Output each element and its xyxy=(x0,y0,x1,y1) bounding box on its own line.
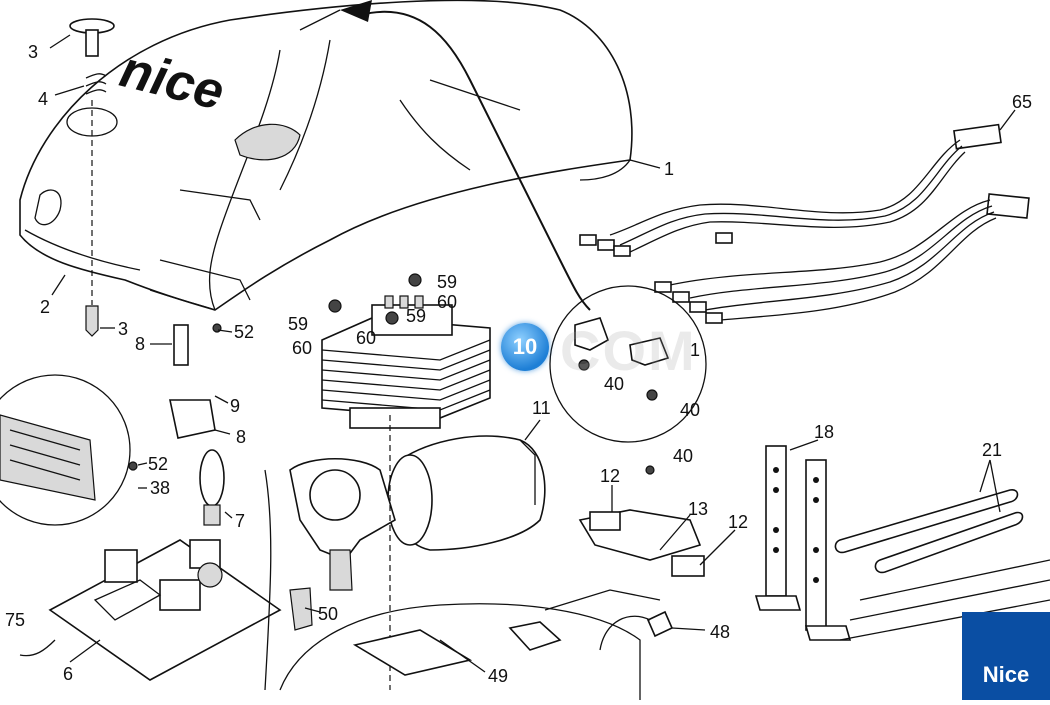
callout-65: 65 xyxy=(1012,92,1032,112)
callout-8-bottom: 8 xyxy=(236,427,246,447)
callout-49: 49 xyxy=(488,666,508,686)
callout-8-top: 8 xyxy=(135,334,145,354)
callout-11: 11 xyxy=(532,398,551,418)
watermark: COM xyxy=(560,319,697,382)
wire-harness xyxy=(579,123,1030,324)
callout-40-c: 40 xyxy=(673,446,693,466)
callout-1-detail: 1 xyxy=(690,340,700,360)
lamp-and-terminal xyxy=(128,323,225,526)
brand-badge: Nice xyxy=(962,612,1050,700)
callout-52-bottom: 52 xyxy=(148,454,168,474)
gear-motor xyxy=(289,415,546,690)
transformer xyxy=(321,273,491,429)
callout-18: 18 xyxy=(814,422,834,442)
callout-9: 9 xyxy=(230,396,240,416)
callout-48: 48 xyxy=(710,622,730,642)
detail-circle-left xyxy=(0,374,131,526)
callout-21: 21 xyxy=(982,440,1002,460)
callout-labels: 1 2 3 4 3 8 52 9 8 52 38 7 6 75 50 49 59… xyxy=(5,42,1032,686)
limit-switch-bracket xyxy=(508,465,705,651)
motor-cover: nice xyxy=(19,0,633,311)
callout-3-top: 3 xyxy=(28,42,38,62)
callout-60-c: 60 xyxy=(356,328,376,348)
callout-59-c: 59 xyxy=(406,306,426,326)
mounting-brackets xyxy=(754,445,852,641)
control-board xyxy=(19,469,282,691)
callout-50: 50 xyxy=(318,604,338,624)
screw-3-top xyxy=(69,18,115,337)
callout-52-top: 52 xyxy=(234,322,254,342)
detail-circle-right xyxy=(549,285,707,443)
brand-badge-text: Nice xyxy=(982,662,1030,687)
callout-lines xyxy=(49,34,1016,673)
rails xyxy=(834,489,1050,641)
callout-12-left: 12 xyxy=(600,466,620,486)
lift-arrow xyxy=(340,0,591,311)
callout-6: 6 xyxy=(63,664,73,684)
step-badge-number: 10 xyxy=(512,334,538,359)
base-plate xyxy=(279,587,641,700)
callout-4: 4 xyxy=(38,89,48,109)
callout-38: 38 xyxy=(150,478,170,498)
callout-40-a: 40 xyxy=(604,374,624,394)
callout-13: 13 xyxy=(688,499,708,519)
callout-3-bottom: 3 xyxy=(118,319,128,339)
callout-75: 75 xyxy=(5,610,25,630)
callout-60-a: 60 xyxy=(437,292,457,312)
callout-1-cover: 1 xyxy=(664,159,674,179)
callout-60-b: 60 xyxy=(292,338,312,358)
callout-59-a: 59 xyxy=(437,272,457,292)
step-badge: 10 xyxy=(501,323,549,371)
callout-40-b: 40 xyxy=(680,400,700,420)
callout-12-right: 12 xyxy=(728,512,748,532)
callout-59-b: 59 xyxy=(288,314,308,334)
callout-7: 7 xyxy=(235,511,245,531)
callout-2: 2 xyxy=(40,297,50,317)
